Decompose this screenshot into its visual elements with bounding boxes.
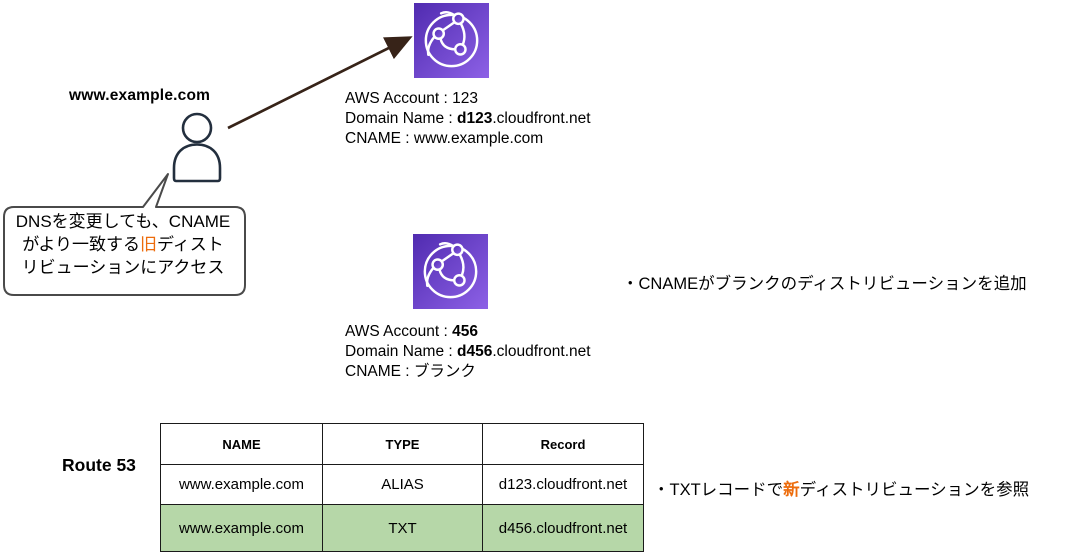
callout-line3: リビューションにアクセス (21, 258, 225, 277)
cell-name: www.example.com (160, 504, 323, 552)
old-account-line: AWS Account : 123 (345, 90, 478, 107)
callout-text: DNSを変更しても、CNAME がより一致する旧ディスト リビューションにアクセ… (6, 210, 240, 279)
header-record: Record (482, 423, 644, 465)
route53-label: Route 53 (62, 455, 136, 475)
table-row-txt: www.example.com TXT d456.cloudfront.net (160, 504, 644, 552)
callout-bubble (3, 173, 246, 296)
cell-name: www.example.com (160, 464, 323, 505)
new-domain-line: Domain Name : d456.cloudfront.net (345, 343, 591, 360)
new-cname-line: CNAME : ブランク (345, 363, 476, 380)
request-arrow (227, 36, 413, 130)
new-account-line: AWS Account : 456 (345, 323, 478, 340)
distribution-new-info: AWS Account : 456 Domain Name : d456.clo… (345, 322, 591, 382)
old-domain-line: Domain Name : d123.cloudfront.net (345, 110, 591, 127)
cell-record: d456.cloudfront.net (482, 504, 644, 552)
note-txt-record: ・TXTレコードで新ディストリビューションを参照 (653, 481, 1030, 499)
person-icon (172, 112, 222, 183)
table-header-row: NAME TYPE Record (160, 423, 644, 465)
callout-line1: DNSを変更しても、CNAME (15, 212, 231, 231)
distribution-old-info: AWS Account : 123 Domain Name : d123.clo… (345, 89, 591, 149)
user-domain-label: www.example.com (69, 87, 211, 104)
cloudfront-icon-new (413, 234, 488, 309)
highlight-old: 旧 (140, 235, 157, 254)
header-name: NAME (160, 423, 323, 465)
cell-record: d123.cloudfront.net (482, 464, 644, 505)
dns-records-table: NAME TYPE Record www.example.com ALIAS d… (160, 423, 644, 552)
highlight-new: 新 (783, 481, 800, 499)
callout-line2: がより一致する旧ディスト (22, 235, 224, 254)
cell-type: ALIAS (322, 464, 483, 505)
cell-type: TXT (322, 504, 483, 552)
table-row-alias: www.example.com ALIAS d123.cloudfront.ne… (160, 464, 644, 505)
note-add-distribution: ・CNAMEがブランクのディストリビューションを追加 (622, 275, 1027, 293)
header-type: TYPE (322, 423, 483, 465)
cloudfront-icon-old (414, 3, 489, 78)
old-cname-line: CNAME : www.example.com (345, 130, 544, 147)
